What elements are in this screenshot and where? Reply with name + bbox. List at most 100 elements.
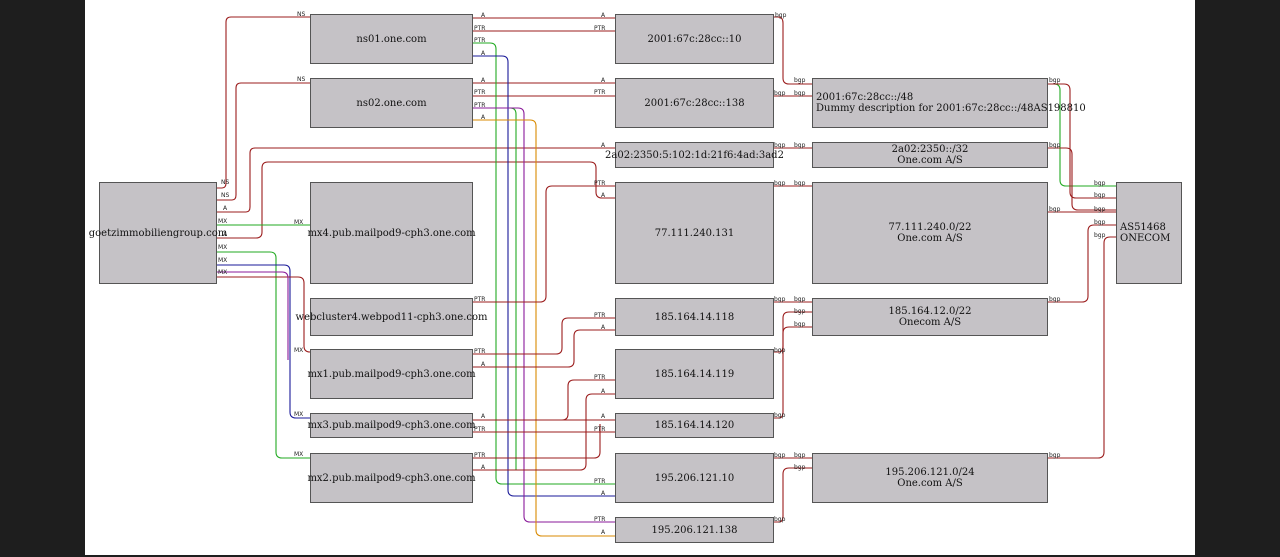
edge-mx2-ptr [472,424,601,459]
edge-label-a: A [601,77,606,84]
edge-label-a: A [601,142,606,149]
node-ip-77[interactable]: 77.111.240.131 [615,182,774,284]
node-prefix-195-line1: 195.206.121.0/24 [885,467,975,478]
node-ip-119[interactable]: 185.164.14.119 [615,349,774,399]
node-domain[interactable]: goetzimmobiliengroup.com [89,182,227,284]
node-ip6-10[interactable]: 2001:67c:28cc::10 [615,14,774,64]
edge-label-mx: MX [218,269,228,276]
edge-label-a: A [223,231,228,238]
edge-label-a: A [601,529,606,536]
node-prefix-195-line2: One.com A/S [897,478,963,489]
edge-label-bgp: bgp [1094,180,1106,187]
edge-label-bgp: bgp [774,412,786,419]
node-prefix-2001-line2: Dummy description for 2001:67c:28cc::/48… [816,103,1086,114]
edge-label-bgp: bgp [794,142,806,149]
edge-label-a: A [601,12,606,19]
node-prefix-195[interactable]: 195.206.121.0/24 One.com A/S [812,453,1048,503]
node-mx3-label: mx3.pub.mailpod9-cph3.one.com [307,420,476,431]
node-mx2-label: mx2.pub.mailpod9-cph3.one.com [307,472,476,484]
node-mx4[interactable]: mx4.pub.mailpod9-cph3.one.com [307,182,476,284]
edge-bgp-10 [773,16,812,85]
node-ip-195-10-label: 195.206.121.10 [654,472,735,484]
edge-label-bgp: bgp [774,347,786,354]
edge-label-bgp: bgp [1049,142,1061,149]
edge-label-bgp: bgp [1094,206,1106,213]
node-webcluster[interactable]: webcluster4.webpod11-cph3.one.com [296,298,487,336]
edge-label-bgp: bgp [774,90,786,97]
edge-label-ptr: PTR [594,312,606,319]
node-ns01[interactable]: ns01.one.com [310,14,473,64]
edge-label-a: A [601,324,606,331]
edge-label-bgp: bgp [774,516,786,523]
node-prefix-185[interactable]: 185.164.12.0/22 Onecom A/S [812,298,1048,336]
edge-label-ns: NS [221,192,230,199]
edge-label-a: A [481,114,486,121]
edge-domain-ns01 [216,16,310,189]
edge-label-a: A [601,388,606,395]
node-prefix-77[interactable]: 77.111.240.0/22 One.com A/S [812,182,1048,284]
edge-label-a: A [481,413,486,420]
edge-label-ptr: PTR [474,25,486,32]
node-prefix-2001[interactable]: 2001:67c:28cc::/48 Dummy description for… [812,78,1086,128]
edge-mx1-ptr [472,317,615,355]
edge-label-a: A [481,361,486,368]
node-ip-195-10[interactable]: 195.206.121.10 [615,453,774,503]
edge-label-ptr: PTR [474,296,486,303]
edge-label-ptr: PTR [474,102,486,109]
node-prefix-2a02-line1: 2a02:2350::/32 [891,144,969,155]
edge-label-bgp: bgp [794,464,806,471]
edge-web-ptr [472,185,615,303]
edge-asn-2001b [1047,83,1116,199]
edge-label-bgp: bgp [1094,232,1106,239]
edge-domain-mx1 [216,276,311,353]
edge-mx2-a [472,393,615,471]
node-ip6-2a02[interactable]: 2a02:2350:5:102:1d:21f6:4ad:3ad2 [605,142,784,168]
edge-label-ptr: PTR [474,89,486,96]
edge-label-bgp: bgp [794,180,806,187]
node-prefix-2001-line1: 2001:67c:28cc::/48 [816,92,914,103]
edge-ns02-ptr-purple [472,107,615,523]
edge-asn-195 [1047,236,1116,459]
node-ip-195-138-label: 195.206.121.138 [651,524,738,536]
node-webcluster-label: webcluster4.webpod11-cph3.one.com [295,311,488,323]
edge-label-ns: NS [221,179,230,186]
edge-label-mx: MX [218,244,228,251]
edge-label-ptr: PTR [594,478,606,485]
edge-label-ptr: PTR [594,180,606,187]
edge-label-a: A [481,464,486,471]
node-ip-77-label: 77.111.240.131 [654,227,735,239]
edge-ns02-a-orange [472,119,615,537]
node-asn-line2: ONECOM [1120,233,1171,244]
edge-label-bgp: bgp [1049,296,1061,303]
edge-label-bgp: bgp [775,12,787,19]
edge-bgp-120 [773,311,812,419]
node-mx3[interactable]: mx3.pub.mailpod9-cph3.one.com [307,413,476,438]
node-ip-120[interactable]: 185.164.14.120 [615,413,774,438]
edge-label-bgp: bgp [1094,192,1106,199]
node-prefix-2a02[interactable]: 2a02:2350::/32 One.com A/S [812,142,1048,168]
edge-bgp-195-138 [773,467,812,523]
node-mx1[interactable]: mx1.pub.mailpod9-cph3.one.com [307,349,476,399]
edge-label-bgp: bgp [774,180,786,187]
edge-label-mx: MX [218,257,228,264]
edge-label-a: A [481,12,486,19]
node-ip6-138[interactable]: 2001:67c:28cc::138 [615,78,774,128]
node-mx2[interactable]: mx2.pub.mailpod9-cph3.one.com [307,453,476,503]
edge-ns01-ptr-green [472,42,615,485]
node-ip-118[interactable]: 185.164.14.118 [615,298,774,336]
node-prefix-77-line2: One.com A/S [897,233,963,244]
edge-label-ptr: PTR [594,426,606,433]
edge-label-a: A [481,50,486,57]
node-ip-195-138[interactable]: 195.206.121.138 [615,517,774,543]
edge-label-mx: MX [294,411,304,418]
edge-label-a: A [223,205,228,212]
edge-label-mx: MX [218,218,228,225]
edge-label-bgp: bgp [774,452,786,459]
node-domain-label: goetzimmobiliengroup.com [88,227,228,239]
edge-label-bgp: bgp [774,296,786,303]
edge-domain-ns02 [216,82,310,201]
node-ns02[interactable]: ns02.one.com [310,78,473,128]
node-asn[interactable]: AS51468 ONECOM [1116,182,1182,284]
edge-label-bgp: bgp [794,90,806,97]
edge-label-bgp: bgp [794,452,806,459]
